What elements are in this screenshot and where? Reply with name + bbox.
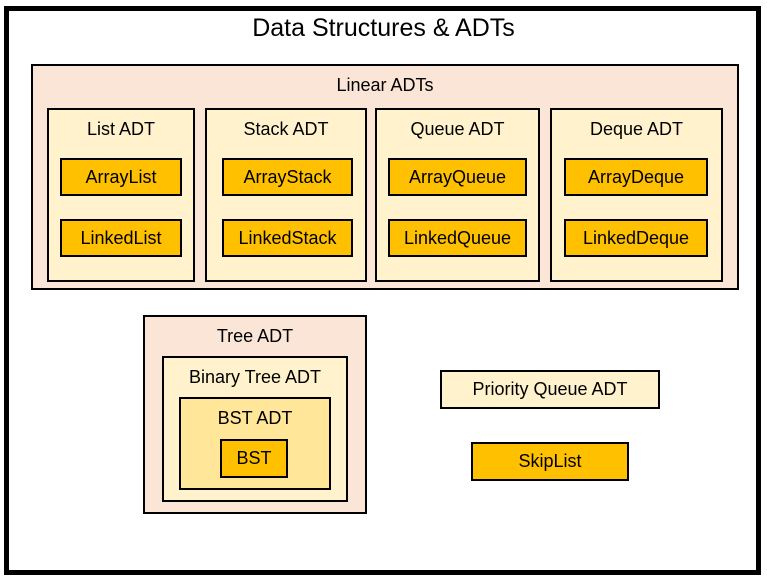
- diagram-title: Data Structures & ADTs: [252, 14, 515, 42]
- priority-queue-adt-box: Priority Queue ADT: [440, 370, 660, 409]
- arraystack-box: ArrayStack: [222, 158, 353, 196]
- bst-adt-label: BST ADT: [217, 408, 293, 428]
- binary-tree-adt-label: Binary Tree ADT: [188, 367, 322, 387]
- skiplist-box: SkipList: [471, 442, 629, 481]
- linkedqueue-box: LinkedQueue: [388, 219, 527, 257]
- bst-box: BST: [220, 439, 288, 478]
- linear-adts-label: Linear ADTs: [336, 75, 434, 95]
- linkeddeque-box: LinkedDeque: [564, 219, 708, 257]
- tree-adt-label: Tree ADT: [216, 326, 294, 346]
- arraylist-box: ArrayList: [60, 158, 182, 196]
- queue-adt-label: Queue ADT: [410, 119, 505, 139]
- arraydeque-box: ArrayDeque: [564, 158, 708, 196]
- list-adt-label: List ADT: [86, 119, 156, 139]
- stack-adt-label: Stack ADT: [243, 119, 329, 139]
- arrayqueue-box: ArrayQueue: [388, 158, 527, 196]
- deque-adt-label: Deque ADT: [589, 119, 684, 139]
- linkedlist-box: LinkedList: [60, 219, 182, 257]
- linkedstack-box: LinkedStack: [222, 219, 353, 257]
